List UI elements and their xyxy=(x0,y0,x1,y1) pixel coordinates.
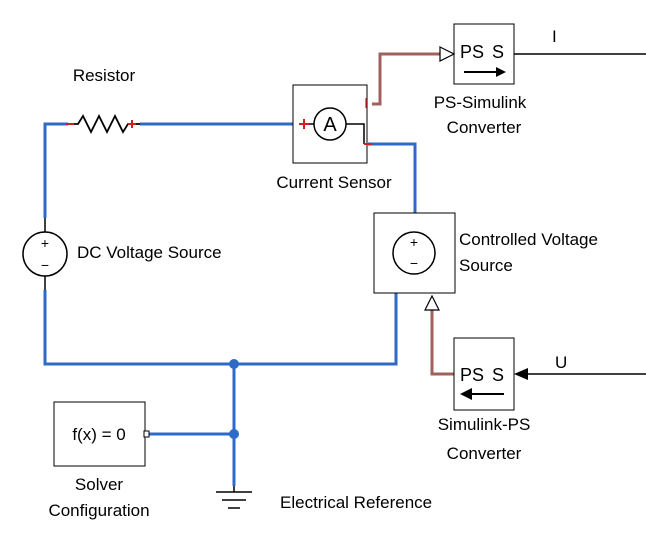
plus-sign: + xyxy=(41,235,49,251)
controlled-label-1: Controlled Voltage xyxy=(459,230,598,249)
convert-arrow-head-icon xyxy=(460,388,472,400)
s-text: S xyxy=(492,42,504,62)
input-U-label: U xyxy=(555,353,567,372)
resistor-label: Resistor xyxy=(73,66,136,85)
solver-configuration-block[interactable]: f(x) = 0 xyxy=(53,401,150,467)
source-circle-icon xyxy=(392,231,436,275)
converter-box xyxy=(453,337,515,411)
resistor-block[interactable] xyxy=(66,113,140,135)
simulink-ps-converter-block[interactable]: PS S xyxy=(453,337,515,411)
wire-simulink-ps-to-controlled[interactable] xyxy=(430,310,455,376)
convert-arrow-head-icon xyxy=(496,67,506,77)
solver-box xyxy=(53,401,146,467)
junction-dot xyxy=(229,429,239,439)
solver-expression: f(x) = 0 xyxy=(72,425,125,444)
plus-sign: + xyxy=(410,234,418,250)
current-sensor-label: Current Sensor xyxy=(276,173,392,192)
wire-sensor-to-ps-simulink[interactable] xyxy=(372,52,440,106)
dc-source-label: DC Voltage Source xyxy=(77,243,222,262)
input-port-arrow-icon xyxy=(439,46,456,62)
minus-sign: − xyxy=(410,255,418,271)
ps-text: PS xyxy=(460,365,484,385)
sensor-lead xyxy=(358,123,365,144)
s-text: S xyxy=(492,365,504,385)
controlled-label-2: Source xyxy=(459,256,513,275)
wire-dc-bottom[interactable] xyxy=(43,290,398,366)
controlled-voltage-source-block[interactable]: + − xyxy=(373,212,456,311)
simulink-ps-label-1: Simulink-PS xyxy=(438,415,531,434)
output-I-label: I xyxy=(552,27,557,46)
physical-wires xyxy=(43,122,417,486)
wire-sensor-to-controlled[interactable] xyxy=(368,142,417,213)
ps-simulink-label-1: PS-Simulink xyxy=(434,93,527,112)
ps-simulink-converter-block[interactable]: PS S xyxy=(439,23,515,85)
dc-voltage-source-block[interactable]: + − xyxy=(22,218,68,290)
electrical-reference-label: Electrical Reference xyxy=(280,493,432,512)
ammeter-symbol: A xyxy=(323,114,337,136)
electrical-reference-block[interactable] xyxy=(216,486,252,509)
solver-port xyxy=(143,430,150,438)
ps-text: PS xyxy=(460,42,484,62)
minus-sign: − xyxy=(41,257,49,273)
arrow-head-icon xyxy=(514,368,528,380)
simulink-signal-lines xyxy=(514,53,646,380)
ps-signal-wires xyxy=(372,52,455,376)
wire-dc-to-resistor[interactable] xyxy=(43,122,68,218)
resistor-zigzag-icon xyxy=(68,113,140,135)
ps-simulink-label-2: Converter xyxy=(447,118,522,137)
solver-label-1: Solver xyxy=(75,475,124,494)
junction-dot xyxy=(229,359,239,369)
simulink-ps-label-2: Converter xyxy=(447,444,522,463)
current-sensor-block[interactable]: A I xyxy=(292,84,372,164)
input-port-arrow-icon xyxy=(424,294,440,311)
sensor-port-I: I xyxy=(364,95,368,112)
solver-label-2: Configuration xyxy=(48,501,149,520)
